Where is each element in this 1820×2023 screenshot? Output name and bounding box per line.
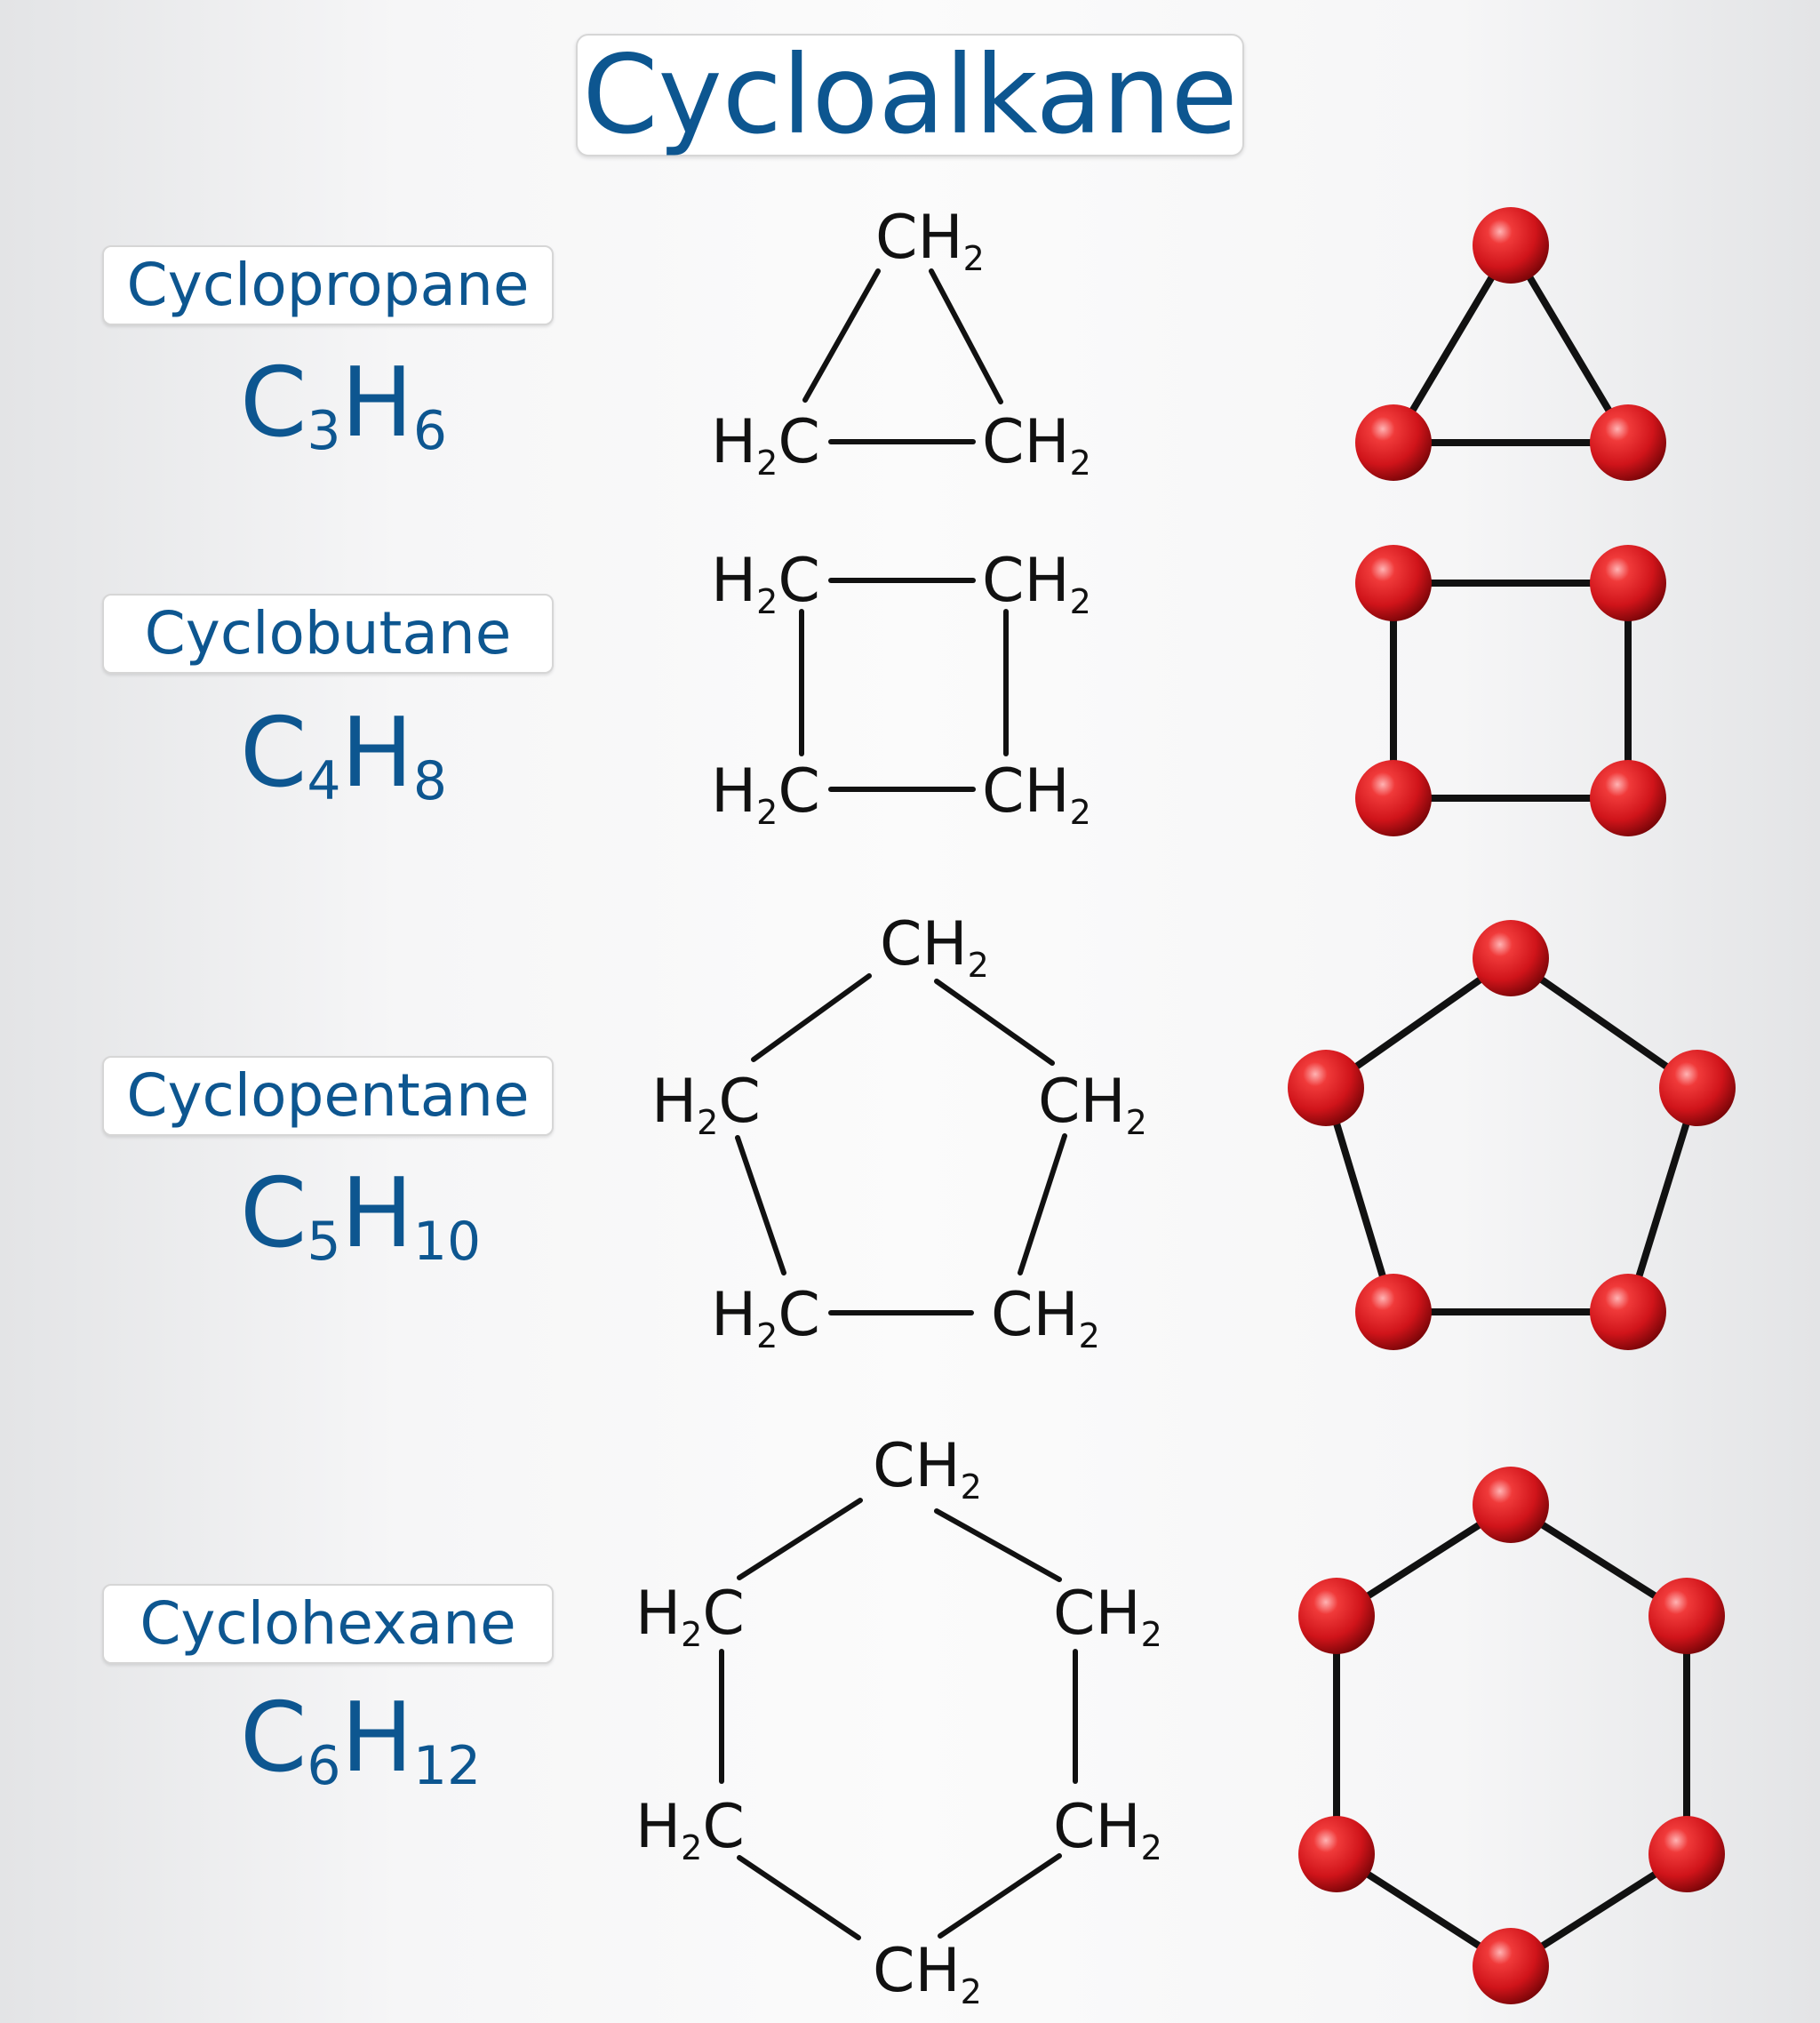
atom <box>1648 1578 1725 1654</box>
atom <box>1659 1050 1736 1126</box>
label-h2c: H2C <box>711 756 820 832</box>
cyclohexane-skeletal-bonds <box>719 1498 1078 1940</box>
label-ch2: CH2 <box>873 1936 982 2011</box>
label-ch2: CH2 <box>982 756 1091 832</box>
atom <box>1473 207 1549 284</box>
cyclopentane-model-bonds <box>1322 955 1701 1315</box>
cyclobutane-model-bonds <box>1390 580 1632 802</box>
name-box-cyclopentane: Cyclopentane <box>102 1056 554 1136</box>
label-ch2: CH2 <box>982 407 1091 483</box>
label-ch2: CH2 <box>880 909 989 985</box>
atom <box>1648 1816 1725 1892</box>
cyclopropane-model-bonds <box>1390 242 1632 446</box>
label-h2c: H2C <box>711 1280 820 1355</box>
label-h2c: H2C <box>635 1579 745 1654</box>
atom <box>1590 545 1666 621</box>
molecule-name: Cyclobutane <box>144 599 512 668</box>
atom <box>1298 1816 1375 1892</box>
name-box-cyclohexane: Cyclohexane <box>102 1584 554 1664</box>
molecule-name: Cyclopropane <box>126 251 530 319</box>
atom-balls <box>1288 207 1736 2004</box>
label-ch2: CH2 <box>873 1431 982 1507</box>
cyclopropane-skeletal-bonds <box>802 268 1003 444</box>
atom <box>1355 1274 1432 1350</box>
atom <box>1298 1578 1375 1654</box>
name-box-cyclobutane: Cyclobutane <box>102 594 554 674</box>
page-title: Cycloalkane <box>582 32 1238 158</box>
label-ch2: CH2 <box>991 1280 1100 1355</box>
label-ch2: CH2 <box>1053 1579 1162 1654</box>
atom <box>1590 760 1666 836</box>
label-ch2: CH2 <box>982 546 1091 621</box>
molecule-name: Cyclopentane <box>126 1061 530 1130</box>
label-h2c: H2C <box>711 546 820 621</box>
atom <box>1355 404 1432 481</box>
formula-cyclopropane: C3H6 <box>240 348 448 462</box>
atom <box>1288 1050 1364 1126</box>
skeletal-labels: CH2 H2C CH2 H2C CH2 H2C CH2 CH2 H2C CH2 … <box>635 203 1162 2011</box>
atom <box>1355 545 1432 621</box>
atom <box>1590 1274 1666 1350</box>
label-h2c: H2C <box>651 1067 761 1142</box>
atom <box>1473 920 1549 996</box>
cyclopentane-skeletal-bonds <box>735 973 1067 1315</box>
atom <box>1355 760 1432 836</box>
molecule-name: Cyclohexane <box>140 1589 516 1658</box>
cyclobutane-skeletal-bonds <box>799 578 1009 792</box>
formula-cyclohexane: C6H12 <box>240 1683 482 1797</box>
label-ch2: CH2 <box>1053 1792 1162 1867</box>
atom <box>1473 1467 1549 1543</box>
label-h2c: H2C <box>711 407 820 483</box>
cyclohexane-model-bonds <box>1333 1501 1690 1970</box>
atom <box>1473 1928 1549 2004</box>
label-h2c: H2C <box>635 1792 745 1867</box>
formula-cyclopentane: C5H10 <box>240 1158 482 1273</box>
formula-cyclobutane: C4H8 <box>240 698 448 812</box>
label-ch2: CH2 <box>875 203 985 278</box>
atom <box>1590 404 1666 481</box>
name-box-cyclopropane: Cyclopropane <box>102 245 554 325</box>
title-box: Cycloalkane <box>576 34 1244 156</box>
label-ch2: CH2 <box>1038 1067 1147 1142</box>
